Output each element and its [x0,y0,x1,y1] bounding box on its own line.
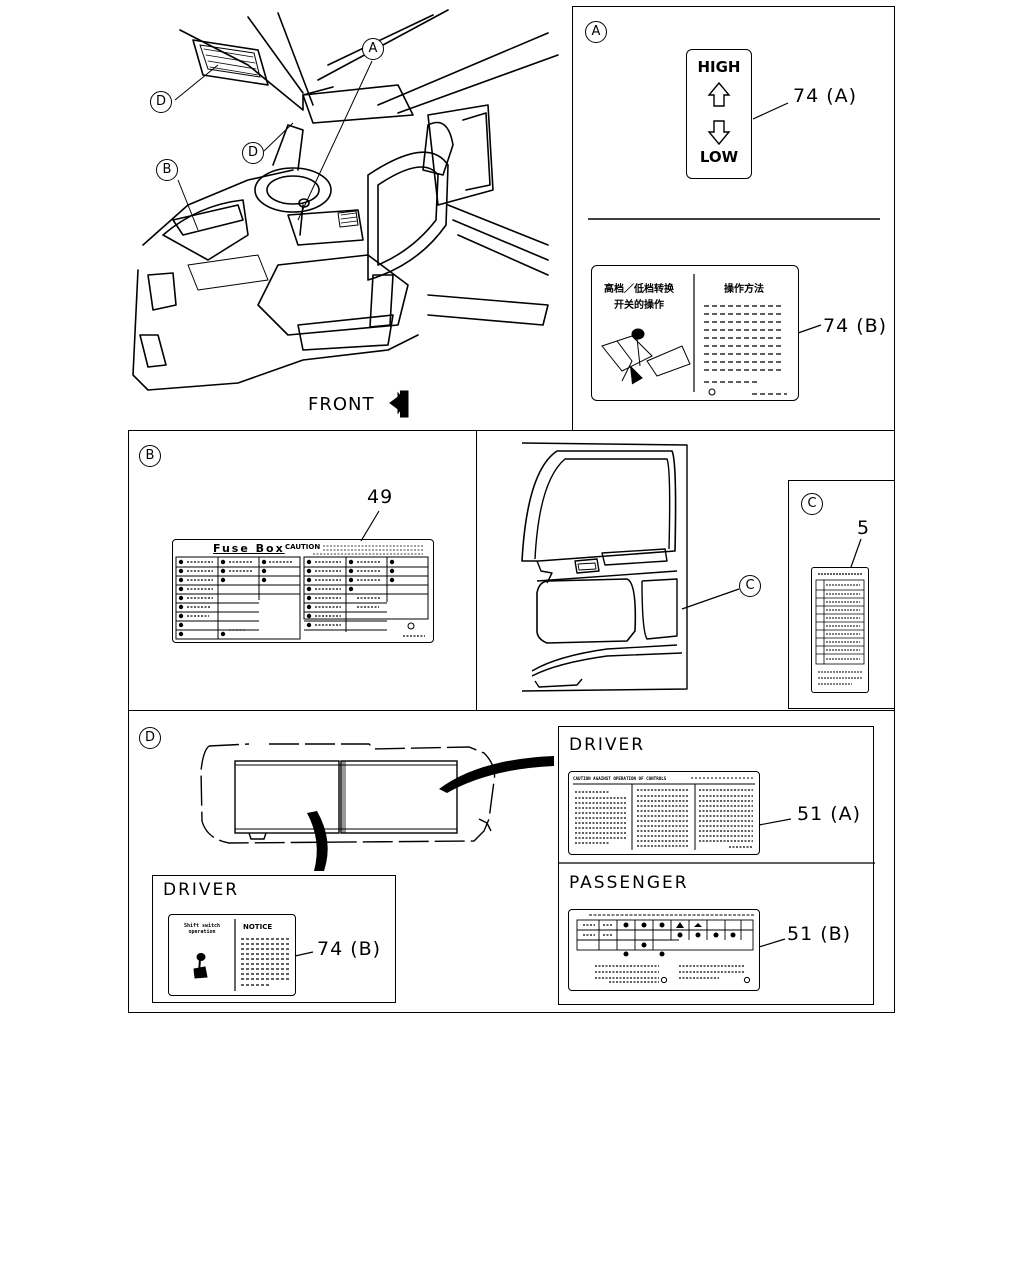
driver-passenger-box: DRIVER CAUTION AGAINST OPERATION OF CONT… [558,726,875,1005]
fuse-box-caution: CAUTION [285,543,321,551]
caution-controls-label: CAUTION AGAINST OPERATION OF CONTROLS [568,771,760,855]
low-text: LOW [699,148,739,166]
tire-pressure-label [811,567,869,693]
panel-c-leader [850,538,862,568]
shift-notice-label: Shift switch operation NOTICE [168,914,296,996]
callout-b-marker: B [156,159,178,181]
up-arrow-icon [707,81,731,107]
high-text: HIGH [697,58,741,76]
visor-drawing [200,743,554,871]
fuse-grid [175,545,429,640]
cn-title-2: 开关的操作 [614,300,664,311]
front-arrow-icon [389,390,409,418]
callout-49: 49 [367,486,394,508]
passenger-heading: PASSENGER [569,873,689,893]
driver-heading-right: DRIVER [569,735,646,755]
caution-controls-title: CAUTION AGAINST OPERATION OF CONTROLS [573,776,667,781]
curved-arrow-to-right [439,756,554,793]
passenger-label [568,909,760,991]
shift-notice-left-title: Shift switch operation [183,923,221,935]
panel-c: C 5 [788,480,895,709]
callout-51a: 51 (A) [797,803,862,825]
fuse-box-leader [360,510,380,542]
panel-b: B 49 Fuse Box CAUTION [128,430,478,712]
driver-box-left: DRIVER Shift switch operation NOTICE 74 … [152,875,396,1003]
cab-interior-drawing [132,9,559,418]
callout-5: 5 [857,517,871,539]
callout-a-marker: A [362,38,384,60]
callout-74b-cn: 74 (B) [823,315,888,337]
high-low-label: HIGH LOW [686,49,752,179]
passenger-label-grid [576,914,754,984]
cn-right-title: 操作方法 [724,284,764,295]
panel-a: A HIGH LOW 74 (A) 高档／低档转换 开关的操作 操作方法 [572,6,895,432]
fuse-box-label: Fuse Box CAUTION [172,539,434,643]
shift-lever-illustration [601,328,691,385]
shift-operation-label-cn: 高档／低档转换 开关的操作 操作方法 [591,265,799,401]
panel-d: D DRIVER Shift switch operation NOTICE [128,710,895,1013]
curved-arrow-to-left [307,811,328,871]
callout-d-marker-2: D [242,142,264,164]
callout-51b: 51 (B) [787,923,852,945]
panel-a-marker: A [585,21,607,43]
cn-title-1: 高档／低档转换 [604,284,674,295]
front-label: FRONT [308,394,375,415]
cab-interior-view: A D B D FRONT [128,5,572,430]
down-arrow-icon [707,120,731,146]
callout-74a: 74 (A) [793,85,858,107]
panel-a-leaders [588,102,880,334]
shift-knob-illustration [193,953,208,979]
door-drawing [521,442,740,692]
notice-title: NOTICE [243,923,273,931]
panel-c-marker: C [801,493,823,515]
panel-b-marker: B [139,445,161,467]
driver-heading-left: DRIVER [163,880,240,900]
panel-d-marker: D [139,727,161,749]
fuse-box-title: Fuse Box [213,542,285,555]
door-callout-c: C [739,575,761,597]
callout-74b-driver: 74 (B) [317,938,382,960]
callout-d-marker-1: D [150,91,172,113]
